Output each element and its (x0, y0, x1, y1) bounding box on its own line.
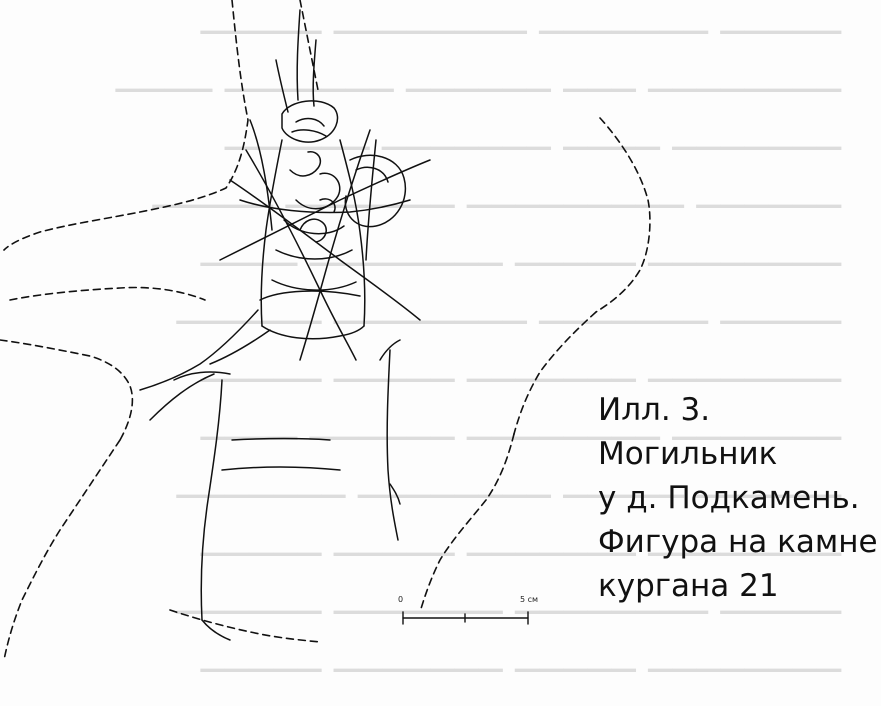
figure-body (139, 9, 431, 641)
caption-line-4: Фигура на камне (598, 524, 878, 560)
caption-line-1: Илл. 3. (598, 392, 711, 428)
caption-line-3: у д. Подкамень. (598, 480, 860, 516)
caption-line-2: Могильник (598, 436, 778, 472)
caption-line-5: кургана 21 (598, 568, 779, 604)
figure-caption: Илл. 3. Могильник у д. Подкамень. Фигура… (598, 388, 878, 608)
scale-end-label: 5 см (520, 595, 538, 604)
scale-bar (402, 611, 529, 625)
stone-outline (0, 0, 651, 661)
scale-start-label: 0 (398, 595, 403, 604)
